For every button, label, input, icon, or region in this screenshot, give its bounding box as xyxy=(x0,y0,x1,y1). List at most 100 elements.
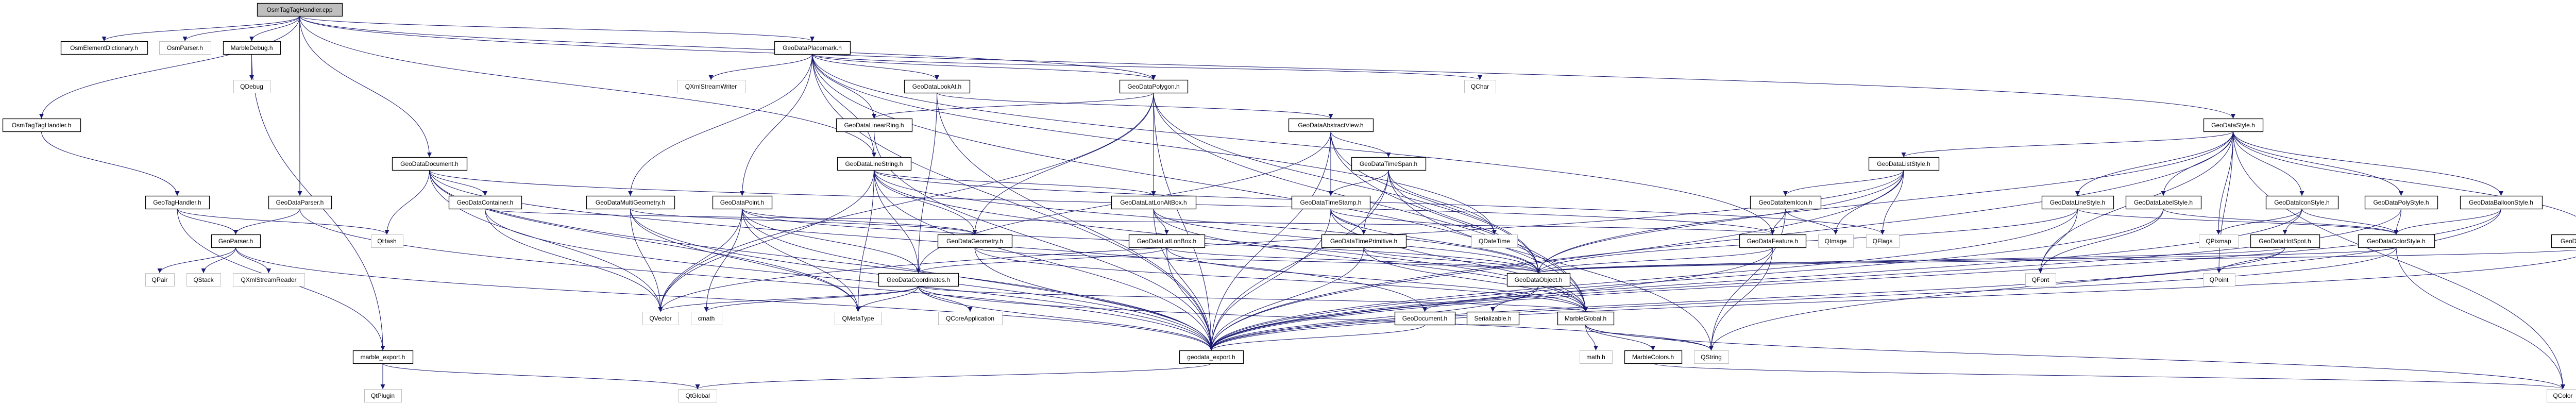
edge-geodatastyle-h-to-geodatalinestyle-h xyxy=(2075,131,2233,196)
node-geodataobject-h[interactable]: GeoDataObject.h xyxy=(1506,273,1571,287)
edge-geodatamultigeometry-h-to-qvector xyxy=(630,208,663,312)
node-label: OsmTagTagHandler.h xyxy=(12,122,71,129)
node-geodatageometry-h[interactable]: GeoDataGeometry.h xyxy=(937,234,1013,248)
node-box xyxy=(268,195,332,210)
edge-geodataabstractview-h-to-geodata-export-h xyxy=(1209,131,1331,351)
edge-geodataiconstyle-h-to-geodatahotspot-h xyxy=(2282,208,2302,235)
edge-geodatacoordinates-h-to-qvector xyxy=(658,285,919,312)
node-label: GeoDataLabelStyle.h xyxy=(2134,199,2193,206)
node-marble-export-h[interactable]: marble_export.h xyxy=(352,350,414,364)
node-label: GeoDataLineString.h xyxy=(845,160,903,167)
node-osmtagtaghandler-cpp[interactable]: OsmTagTagHandler.cpp xyxy=(257,3,343,17)
node-geodatapolygon-h[interactable]: GeoDataPolygon.h xyxy=(1119,79,1189,94)
node-label: cmath xyxy=(698,315,715,322)
node-serializable-h[interactable]: Serializable.h xyxy=(1466,311,1520,326)
node-qtglobal: QtGlobal xyxy=(679,389,717,402)
node-box xyxy=(938,312,1003,325)
node-box xyxy=(1557,311,1615,326)
node-geodatadocument-h[interactable]: GeoDataDocument.h xyxy=(392,157,468,171)
node-box xyxy=(364,389,402,402)
node-geodatalatlonbox-h[interactable]: GeoDataLatLonBox.h xyxy=(1128,234,1206,248)
node-geodataballoonstyle-h[interactable]: GeoDataBalloonStyle.h xyxy=(2460,195,2543,210)
node-geodatalabelstyle-h[interactable]: GeoDataLabelStyle.h xyxy=(2125,195,2202,210)
edge-geodatalinestring-h-to-geodatalatlonaltbox-h xyxy=(874,170,1156,196)
edge-geodatacolorstyle-h-to-geodataobject-h xyxy=(1536,247,2397,274)
node-box xyxy=(257,3,343,17)
node-geodatastyle-h[interactable]: GeoDataStyle.h xyxy=(2203,118,2264,132)
node-box xyxy=(2125,195,2202,210)
node-box xyxy=(1288,118,1374,132)
edge-geodatalookat-h-to-geodataabstractview-h xyxy=(937,92,1333,119)
node-geodatacoordinates-h[interactable]: GeoDataCoordinates.h xyxy=(878,273,959,287)
node-label: QtPlugin xyxy=(371,392,395,399)
edge-geodatalinearring-h-to-geodata-export-h xyxy=(874,131,1214,351)
node-geodataplacemark-h[interactable]: GeoDataPlacemark.h xyxy=(774,41,851,55)
edge-geodatalabelstyle-h-to-qfont xyxy=(2038,208,2164,274)
node-geodatatimeprimitive-h[interactable]: GeoDataTimePrimitive.h xyxy=(1321,234,1407,248)
node-geodatatimespan-h[interactable]: GeoDataTimeSpan.h xyxy=(1351,157,1427,171)
edge-geodataplacemark-h-to-geodatalookat-h xyxy=(812,54,939,80)
node-label: math.h xyxy=(1586,354,1605,361)
node-geodatalinestyle-h[interactable]: GeoDataLineStyle.h xyxy=(2041,195,2114,210)
node-geodatafeature-h[interactable]: GeoDataFeature.h xyxy=(1739,234,1807,248)
edge-geodatahotspot-h-to-geodata-export-h xyxy=(1209,247,2285,351)
node-qmetatype: QMetaType xyxy=(835,312,882,325)
edge-geodatadocument-h-to-geodatacontainer-h xyxy=(429,170,487,196)
edge-geodataiconstyle-h-to-qpixmap xyxy=(2216,208,2302,235)
edge-geodatastyle-h-to-geodataballoonstyle-h xyxy=(2233,131,2503,196)
node-marblecolors-h[interactable]: MarbleColors.h xyxy=(1624,350,1683,364)
node-marbleglobal-h[interactable]: MarbleGlobal.h xyxy=(1557,311,1615,326)
node-box xyxy=(2041,195,2114,210)
node-label: GeoDataLatLonAltBox.h xyxy=(1120,199,1187,206)
node-box xyxy=(878,273,959,287)
edge-geodataplacemark-h-to-marbleglobal-h xyxy=(812,54,1588,312)
node-geoparser-h[interactable]: GeoParser.h xyxy=(211,234,261,248)
node-geodocument-h[interactable]: GeoDocument.h xyxy=(1394,311,1456,326)
node-qtplugin: QtPlugin xyxy=(364,389,402,402)
node-geodataabstractview-h[interactable]: GeoDataAbstractView.h xyxy=(1288,118,1374,132)
node-box xyxy=(1321,234,1407,248)
node-label: geodata_export.h xyxy=(1187,354,1235,361)
node-geodatacontainer-h[interactable]: GeoDataContainer.h xyxy=(448,195,522,210)
edge-geodatatimestamp-h-to-geodataobject-h xyxy=(1330,208,1541,274)
node-geodatastyleselector-h[interactable]: GeoDataStyleSelector.h xyxy=(2551,234,2576,248)
node-geotaghandler-h[interactable]: GeoTagHandler.h xyxy=(145,195,210,210)
node-label: QDebug xyxy=(240,83,263,90)
node-geodatalinestring-h[interactable]: GeoDataLineString.h xyxy=(837,157,912,171)
edge-osmtagtaghandler-cpp-to-geodatalinestring-h xyxy=(299,15,876,158)
node-label: GeoDataTimeSpan.h xyxy=(1360,160,1417,167)
node-geodatapoint-h[interactable]: GeoDataPoint.h xyxy=(712,195,773,210)
node-box xyxy=(2358,234,2435,248)
node-marbledebug-h[interactable]: MarbleDebug.h xyxy=(223,41,281,55)
node-geodata-export-h[interactable]: geodata_export.h xyxy=(1179,350,1244,364)
node-geodatahotspot-h[interactable]: GeoDataHotSpot.h xyxy=(2250,234,2320,248)
node-geodataitemicon-h[interactable]: GeoDataItemIcon.h xyxy=(1750,195,1822,210)
node-geodataliststyle-h[interactable]: GeoDataListStyle.h xyxy=(1868,157,1940,171)
node-geodatalookat-h[interactable]: GeoDataLookAt.h xyxy=(904,79,971,94)
node-geodatatimestamp-h[interactable]: GeoDataTimeStamp.h xyxy=(1291,195,1371,210)
node-geodatapolystyle-h[interactable]: GeoDataPolyStyle.h xyxy=(2364,195,2438,210)
node-geodatacolorstyle-h[interactable]: GeoDataColorStyle.h xyxy=(2358,234,2435,248)
edge-geodatastyle-h-to-geodataiconstyle-h xyxy=(2233,131,2304,196)
node-geodataiconstyle-h[interactable]: GeoDataIconStyle.h xyxy=(2265,195,2339,210)
node-label: GeoDocument.h xyxy=(1402,315,1447,322)
edge-geodatalinestyle-h-to-qfont xyxy=(2038,208,2078,274)
edge-geodatacolorstyle-h-to-geodata-export-h xyxy=(1209,247,2397,351)
node-osmtagtaghandler-h[interactable]: OsmTagTagHandler.h xyxy=(2,118,81,132)
edge-geodataplacemark-h-to-geodatalinearring-h xyxy=(812,54,876,119)
node-label: GeoDataPoint.h xyxy=(720,199,764,206)
node-geodatamultigeometry-h[interactable]: GeoDataMultiGeometry.h xyxy=(586,195,675,210)
node-geodataparser-h[interactable]: GeoDataParser.h xyxy=(268,195,332,210)
node-box xyxy=(371,234,403,248)
node-geodatalinearring-h[interactable]: GeoDataLinearRing.h xyxy=(836,118,913,132)
node-label: QStack xyxy=(193,276,214,283)
node-box xyxy=(904,79,971,94)
edge-geoparser-h-to-qxmlstreamreader xyxy=(235,247,271,274)
node-osmelementdictionary-h[interactable]: OsmElementDictionary.h xyxy=(60,41,148,55)
node-box xyxy=(1866,234,1900,248)
edge-geodatageometry-h-to-geodata-export-h xyxy=(974,247,1214,351)
edge-geodataitemicon-h-to-qstring xyxy=(1709,208,1786,351)
edge-geodatatimestamp-h-to-qdatetime xyxy=(1330,208,1497,235)
node-geodatalatlonaltbox-h[interactable]: GeoDataLatLonAltBox.h xyxy=(1111,195,1197,210)
node-box xyxy=(937,234,1013,248)
